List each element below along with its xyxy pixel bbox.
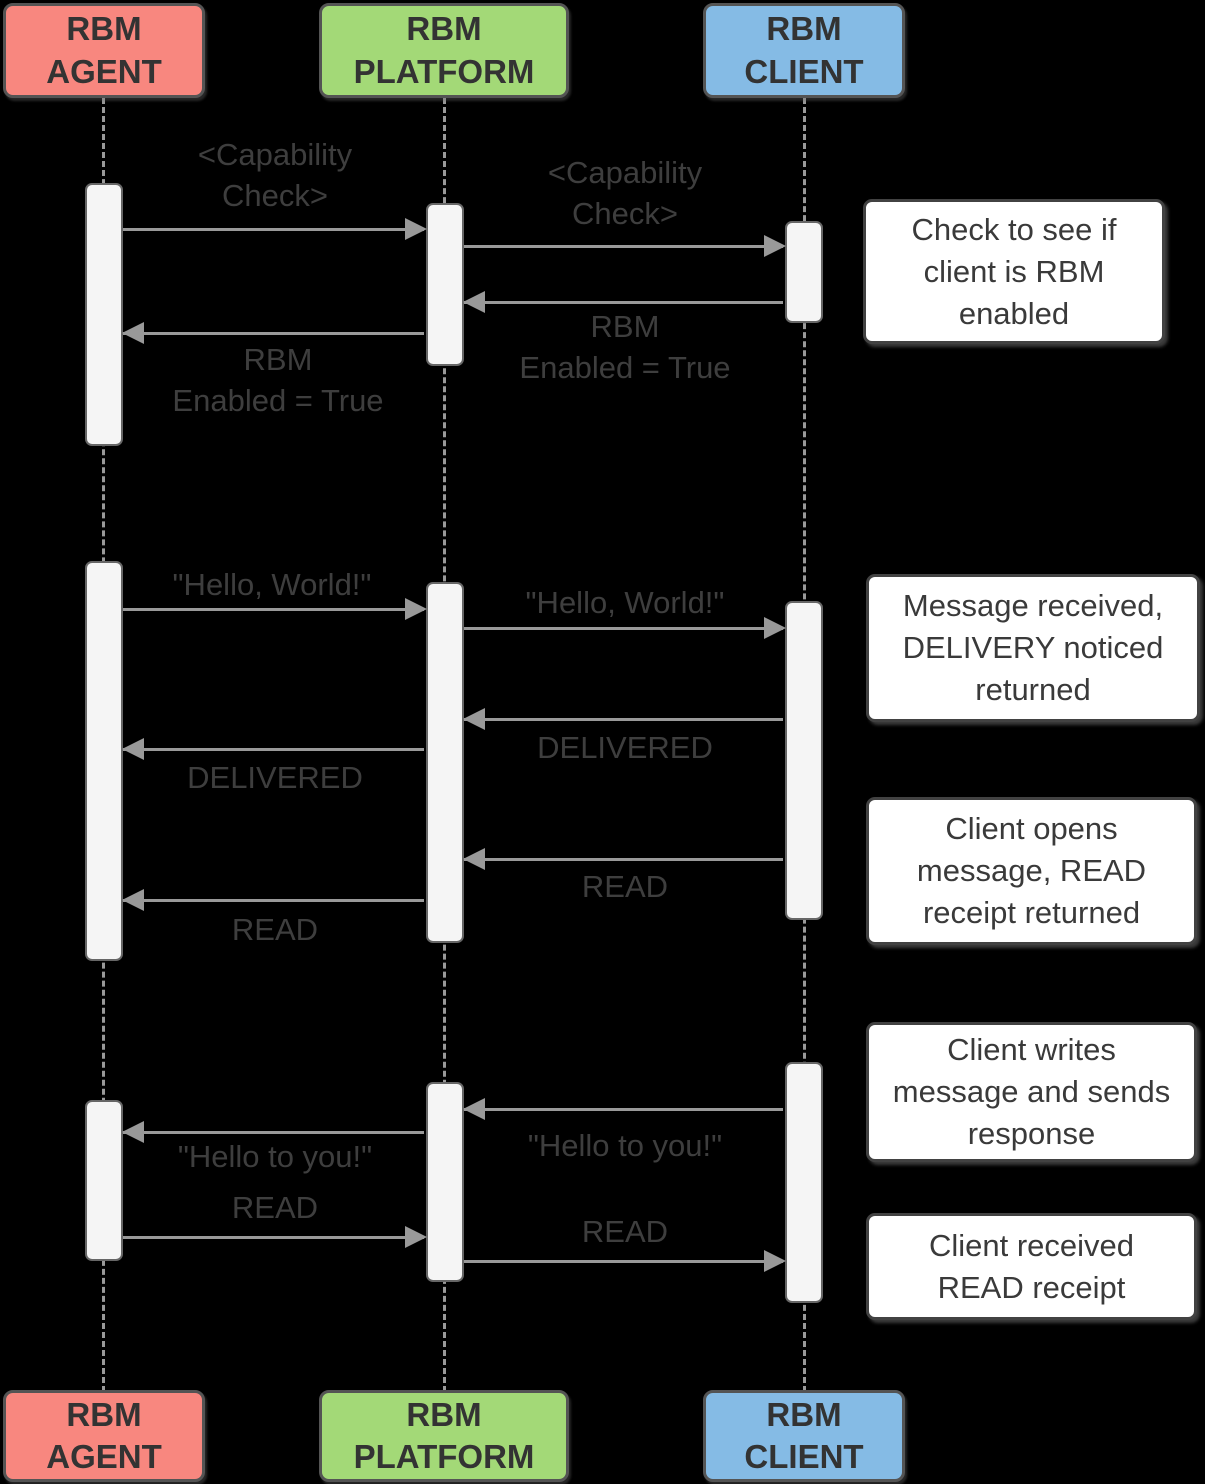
actor-label-line: RBM [766, 10, 842, 48]
arrow-shaft [123, 748, 424, 751]
arrowhead-icon [764, 1250, 786, 1272]
message-label-read-left-reply: READ [231, 1190, 319, 1225]
actor-box-rbm-client-bottom: RBM CLIENT [703, 1390, 905, 1482]
arrowhead-icon [122, 322, 144, 344]
message-label-hello-world-right: "Hello, World!" [525, 585, 725, 620]
activation-bar-client-2 [785, 601, 823, 920]
arrowhead-icon [463, 291, 485, 313]
arrow-shaft [123, 1131, 424, 1134]
message-label-read-right-reply: READ [581, 1214, 669, 1249]
note-line: Client writes [947, 1032, 1116, 1067]
actor-label-line: CLIENT [744, 1438, 864, 1475]
message-label-delivered-left: DELIVERED [187, 760, 363, 795]
label-line: Enabled = True [519, 350, 731, 385]
actor-box-rbm-platform-bottom: RBM PLATFORM [319, 1390, 569, 1482]
note-line: Client received [928, 1227, 1135, 1263]
arrowhead-icon [764, 617, 786, 639]
label-line: <Capability [197, 137, 353, 172]
actor-label-line: AGENT [46, 1438, 162, 1475]
arrowhead-icon [463, 1098, 485, 1120]
actor-label-line: PLATFORM [353, 1438, 535, 1475]
actor-label-line: CLIENT [744, 52, 864, 90]
arrowhead-icon [122, 889, 144, 911]
note-line: enabled [958, 295, 1070, 331]
arrowhead-icon [463, 848, 485, 870]
note-line: READ receipt [937, 1269, 1126, 1305]
message-label-rbm-enabled-right: RBM Enabled = True [475, 306, 775, 388]
arrow-shaft [123, 332, 424, 335]
arrow-shaft [464, 627, 783, 630]
message-label-hello-to-you-right: "Hello to you!" [527, 1128, 723, 1163]
label-line: Check> [222, 178, 328, 213]
actor-box-rbm-agent-bottom: RBM AGENT [3, 1390, 205, 1482]
message-label-delivered-right: DELIVERED [537, 730, 713, 765]
label-line: Check> [572, 196, 678, 231]
actor-box-rbm-client-top: RBM CLIENT [703, 3, 905, 98]
note-line: client is RBM [923, 253, 1105, 289]
actor-box-rbm-platform-top: RBM PLATFORM [319, 3, 569, 98]
arrow-shaft [123, 228, 424, 231]
note-line: DELIVERY noticed [902, 630, 1164, 665]
message-label-rbm-enabled-left: RBM Enabled = True [128, 339, 428, 421]
arrow-shaft [464, 1108, 783, 1111]
activation-bar-client-1 [785, 221, 823, 323]
note-check-rbm-enabled: Check to see if client is RBM enabled [863, 199, 1165, 344]
note-line: Message received, [902, 588, 1164, 623]
arrow-shaft [464, 858, 783, 861]
note-client-received-read: Client received READ receipt [866, 1213, 1197, 1320]
message-label-capability-check-right: <Capability Check> [475, 152, 775, 234]
arrow-shaft [123, 899, 424, 902]
message-label-read-left: READ [231, 912, 319, 947]
message-label-hello-world-left: "Hello, World!" [172, 567, 372, 602]
message-label-read-right: READ [581, 869, 669, 904]
activation-bar-platform-3 [426, 1082, 464, 1282]
arrowhead-icon [463, 708, 485, 730]
actor-label-line: PLATFORM [353, 52, 535, 90]
arrowhead-icon [122, 738, 144, 760]
note-line: message, READ [916, 853, 1147, 888]
arrowhead-icon [405, 218, 427, 240]
arrow-shaft [464, 301, 783, 304]
arrow-shaft [464, 1260, 783, 1263]
activation-bar-platform-2 [426, 582, 464, 943]
actor-label-line: RBM [66, 10, 142, 48]
note-line: Client opens [945, 811, 1118, 846]
note-line: response [967, 1116, 1096, 1151]
actor-label-line: RBM [766, 1395, 842, 1433]
arrowhead-icon [405, 1226, 427, 1248]
arrow-shaft [123, 1236, 424, 1239]
note-line: returned [975, 672, 1091, 707]
arrowhead-icon [122, 1121, 144, 1143]
label-line: RBM [590, 309, 660, 344]
note-message-received: Message received, DELIVERY noticed retur… [866, 574, 1200, 722]
activation-bar-client-3 [785, 1062, 823, 1303]
activation-bar-agent-2 [85, 561, 123, 961]
message-label-hello-to-you-left: "Hello to you!" [177, 1139, 373, 1174]
label-line: <Capability [547, 155, 703, 190]
label-line: RBM [243, 342, 313, 377]
activation-bar-platform-1 [426, 203, 464, 366]
actor-label-line: RBM [406, 1395, 482, 1433]
note-line: message and sends [892, 1074, 1171, 1109]
note-client-writes-response: Client writes message and sends response [866, 1022, 1197, 1162]
actor-label-line: RBM [406, 10, 482, 48]
arrowhead-icon [405, 598, 427, 620]
arrow-shaft [464, 245, 783, 248]
label-line: Enabled = True [172, 383, 384, 418]
message-label-capability-check-left: <Capability Check> [125, 134, 425, 216]
note-line: Check to see if [911, 211, 1117, 247]
arrow-shaft [464, 718, 783, 721]
actor-label-line: AGENT [46, 52, 162, 90]
activation-bar-agent-1 [85, 183, 123, 446]
note-line: receipt returned [922, 895, 1141, 930]
note-client-opens-message: Client opens message, READ receipt retur… [866, 797, 1197, 945]
arrow-shaft [123, 608, 424, 611]
actor-box-rbm-agent-top: RBM AGENT [3, 3, 205, 98]
actor-label-line: RBM [66, 1395, 142, 1433]
activation-bar-agent-3 [85, 1100, 123, 1261]
arrowhead-icon [764, 235, 786, 257]
